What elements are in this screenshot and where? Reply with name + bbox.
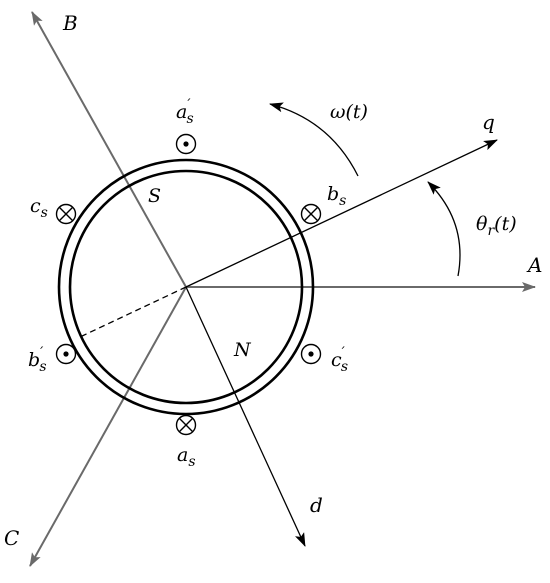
coil-a-cross-icon	[175, 414, 197, 436]
pole-s-label: S	[148, 185, 161, 207]
axis-a-label: A	[526, 253, 542, 277]
axis-c-line	[29, 286, 187, 567]
coil-c-prime-dot-icon	[300, 343, 322, 365]
theta-argument: (t)	[494, 213, 516, 235]
axis-d-label: d	[310, 493, 323, 517]
axis-q-line	[185, 139, 498, 288]
coil-b-cross-icon	[300, 203, 322, 225]
coil-b-label: bs	[327, 183, 346, 209]
coil-b-prime-dot-icon	[55, 343, 77, 365]
axis-b-label: B	[62, 11, 78, 35]
omega-label: ω(t)	[330, 101, 368, 123]
coil-c-prime-label: c′s	[331, 345, 348, 375]
omega-rotation-arrow	[269, 102, 359, 177]
pole-n-label: N	[233, 339, 252, 361]
theta-angle-arrow	[427, 181, 461, 277]
coil-a-prime-label: a′s	[176, 97, 194, 127]
axis-q-negative-dashed	[79, 286, 187, 338]
axis-c-label: C	[4, 526, 19, 550]
coil-b-prime-label: b′s	[28, 345, 47, 375]
axis-d-line	[185, 286, 306, 547]
axis-q-label: q	[482, 110, 495, 134]
theta-label: θr(t)	[476, 213, 517, 239]
theta-symbol: θ	[476, 213, 488, 235]
coil-c-cross-icon	[55, 203, 77, 225]
coil-a-label: as	[177, 444, 196, 470]
theta-subscript: r	[487, 223, 495, 239]
stator-outer-ring	[57, 158, 315, 416]
coil-c-label: cs	[30, 195, 48, 221]
axis-b-line	[31, 11, 187, 288]
rotor-inner-ring	[68, 169, 304, 405]
coil-a-prime-dot-icon	[175, 133, 197, 155]
